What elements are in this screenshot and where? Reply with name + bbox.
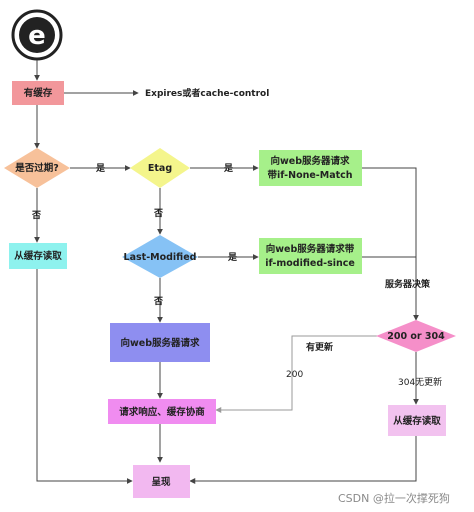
node-etag-label: Etag [148, 163, 172, 174]
node-status-decision-label: 200 or 304 [387, 331, 445, 342]
label-no-expired: 否 [31, 210, 41, 221]
node-read-cache-left: 从缓存读取 [9, 243, 67, 269]
node-last-modified-label: Last-Modified [124, 252, 197, 263]
node-present-label: 呈现 [151, 477, 171, 488]
label-server-decision: 服务器决策 [385, 278, 431, 290]
node-has-cache-label: 有缓存 [24, 87, 53, 99]
label-yes-last-modified: 是 [227, 252, 238, 263]
node-request-if-modified-since: 向web服务器请求带 if-modified-since [259, 238, 362, 274]
node-present: 呈现 [133, 465, 190, 498]
edge-decision-to-response [215, 335, 380, 413]
node-status-decision: 200 or 304 [376, 320, 456, 352]
node-read-cache-right: 从缓存读取 [388, 405, 446, 436]
node-expired-label: 是否过期? [14, 162, 59, 174]
browser-logo-icon: e [11, 9, 63, 61]
label-code-304-no-update: 304无更新 [398, 376, 442, 388]
node-request-server: 向web服务器请求 [110, 323, 210, 362]
watermark: CSDN @拉一次撑死狗 [338, 491, 450, 505]
label-no-etag: 否 [153, 208, 163, 219]
edge-request-none-match-to-decision [362, 167, 419, 321]
edges [34, 60, 419, 484]
node-response-negotiation-label: 请求响应、缓存协商 [119, 406, 205, 418]
node-expired-decision: 是否过期? [4, 148, 70, 188]
node-request-none-match-line1: 向web服务器请求 [270, 155, 350, 167]
node-read-cache-left-label: 从缓存读取 [14, 250, 62, 262]
node-request-modified-since-line2: if-modified-since [265, 258, 355, 269]
label-has-update: 有更新 [306, 341, 333, 353]
node-read-cache-right-label: 从缓存读取 [393, 415, 441, 427]
node-last-modified-decision: Last-Modified [122, 235, 198, 278]
edge-read-cache-right-to-present [189, 436, 417, 484]
node-request-if-none-match: 向web服务器请求 带if-None-Match [259, 150, 362, 186]
node-request-server-label: 向web服务器请求 [120, 337, 200, 349]
label-expires-cache-control: Expires或者cache-control [145, 87, 269, 99]
label-yes-expired: 是 [95, 163, 106, 174]
node-request-modified-since-line1: 向web服务器请求带 [266, 243, 355, 255]
edge-read-cache-left-to-present [36, 269, 133, 484]
node-response-negotiation: 请求响应、缓存协商 [108, 399, 216, 424]
node-etag-decision: Etag [130, 148, 190, 188]
node-has-cache: 有缓存 [12, 81, 64, 105]
logo-letter: e [28, 21, 46, 51]
label-no-last-modified: 否 [153, 296, 163, 307]
label-code-200: 200 [286, 370, 303, 380]
label-yes-etag: 是 [223, 163, 234, 174]
node-request-none-match-line2: 带if-None-Match [267, 169, 352, 181]
